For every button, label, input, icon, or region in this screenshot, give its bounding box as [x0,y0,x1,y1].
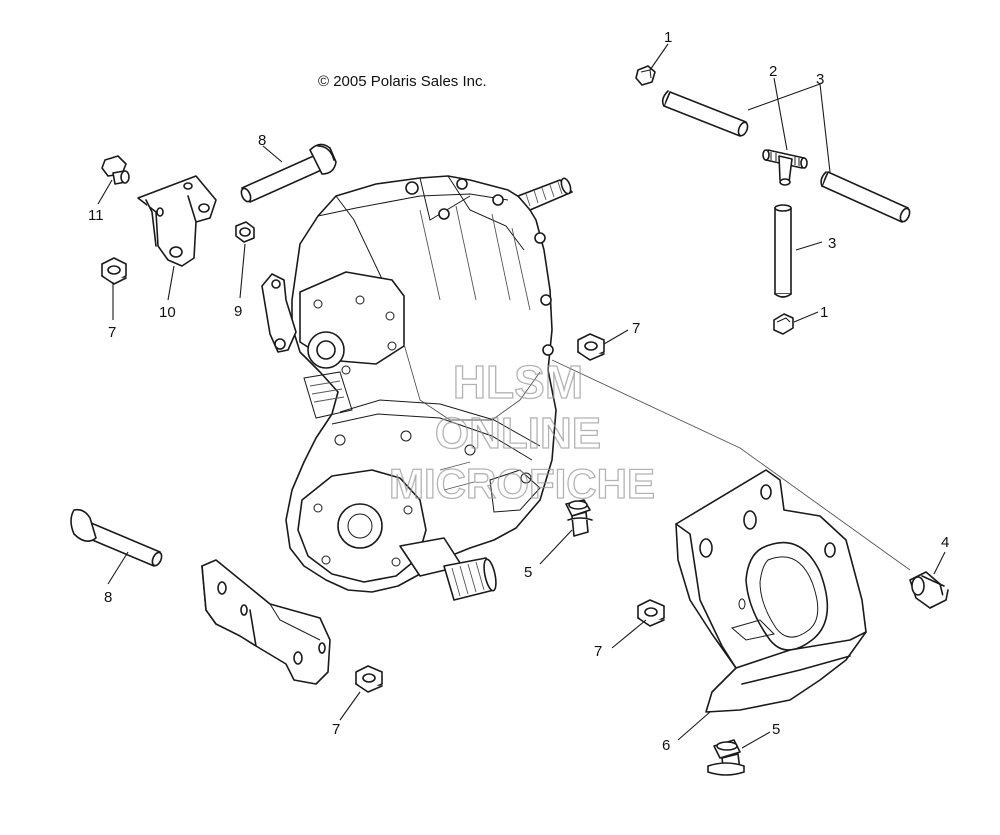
svg-text:MICROFICHE: MICROFICHE [389,460,655,507]
bracket-part-lower-left[interactable] [201,559,331,685]
callout-8-lower: 8 [104,589,112,606]
callout-10: 10 [159,304,176,321]
callout-7-lower-left: 7 [332,721,340,738]
clamp-part-1-top[interactable] [635,65,656,86]
nut-part-7-lower-right[interactable] [637,599,665,627]
nut-part-7-upper-left[interactable] [101,257,127,285]
bolt-part-8-lower[interactable] [70,508,164,567]
assembly-leader-line [551,359,911,571]
callout-5-middle: 5 [524,564,532,581]
callout-7-lower-right: 7 [594,643,602,660]
bolt-part-5-lower[interactable] [707,739,745,776]
callout-7-middle: 7 [632,320,640,337]
callout-7-upper-left: 7 [108,324,116,341]
svg-text:HLSM: HLSM [453,356,583,408]
callout-9: 9 [234,303,242,320]
callout-8-upper: 8 [258,132,266,149]
bolt-part-5-middle[interactable] [565,499,593,537]
bolt-part-8-upper[interactable] [239,143,337,203]
bracket-part-6[interactable] [675,469,867,713]
watermark: HLSM ONLINE MICROFICHE [388,355,655,507]
hose-part-3-upper-right[interactable] [820,171,911,223]
callout-1-top: 1 [664,29,672,46]
callout-4: 4 [941,534,949,551]
hose-part-3-vertical[interactable] [774,204,792,298]
nut-part-7-lower-left[interactable] [355,665,383,693]
callout-3-side: 3 [828,235,836,252]
callout-2: 2 [769,63,777,80]
leader-lines [97,43,946,749]
callout-1-side: 1 [820,304,828,321]
bolt-part-4[interactable] [909,571,949,609]
callout-6: 6 [662,737,670,754]
bracket-part-10[interactable] [137,175,217,267]
callout-11: 11 [88,207,104,224]
callout-5-lower: 5 [772,721,780,738]
bolt-part-11[interactable] [101,155,130,185]
gearbox-assembly [261,175,573,601]
callout-3-top: 3 [816,71,824,88]
copyright-text: © 2005 Polaris Sales Inc. [318,73,487,90]
nut-part-9[interactable] [235,221,255,243]
svg-text:ONLINE: ONLINE [435,409,601,458]
nut-part-7-middle[interactable] [577,333,605,361]
clamp-part-1-bottom[interactable] [773,313,794,335]
hose-part-3-upper-left[interactable] [661,90,750,137]
tee-fitting-part-2[interactable] [762,149,808,186]
callouts: 1 2 3 3 1 8 11 10 9 7 7 8 5 4 7 7 6 5 [88,29,949,754]
